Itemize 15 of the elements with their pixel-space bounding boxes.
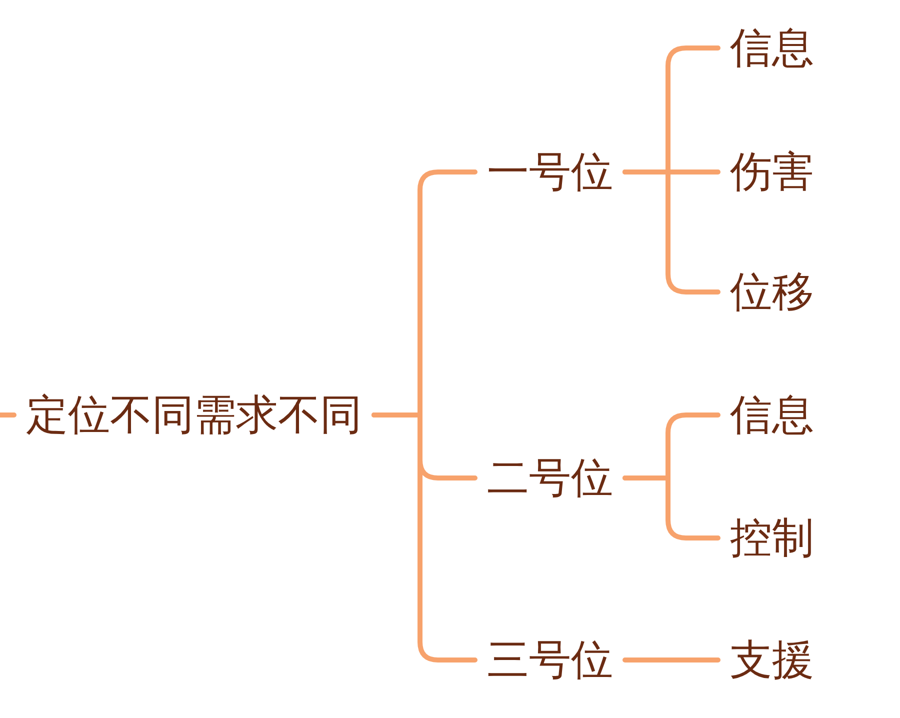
topic-label: 控制 — [718, 508, 826, 568]
topic-label: 定位不同需求不同 — [14, 385, 374, 445]
topic-label: 信息 — [718, 385, 826, 445]
topic-label: 二号位 — [475, 448, 625, 508]
connector-line — [622, 658, 720, 662]
connector-line — [622, 476, 720, 540]
topic-label: 信息 — [718, 18, 826, 78]
connector-line — [0, 412, 16, 418]
connector-line — [622, 170, 720, 294]
topic-label: 一号位 — [475, 142, 625, 202]
topic-label: 位移 — [718, 262, 826, 322]
topic-label: 三号位 — [475, 630, 625, 690]
connector-line — [372, 412, 478, 662]
topic-label: 伤害 — [718, 142, 826, 202]
topic-label: 支援 — [718, 630, 826, 690]
